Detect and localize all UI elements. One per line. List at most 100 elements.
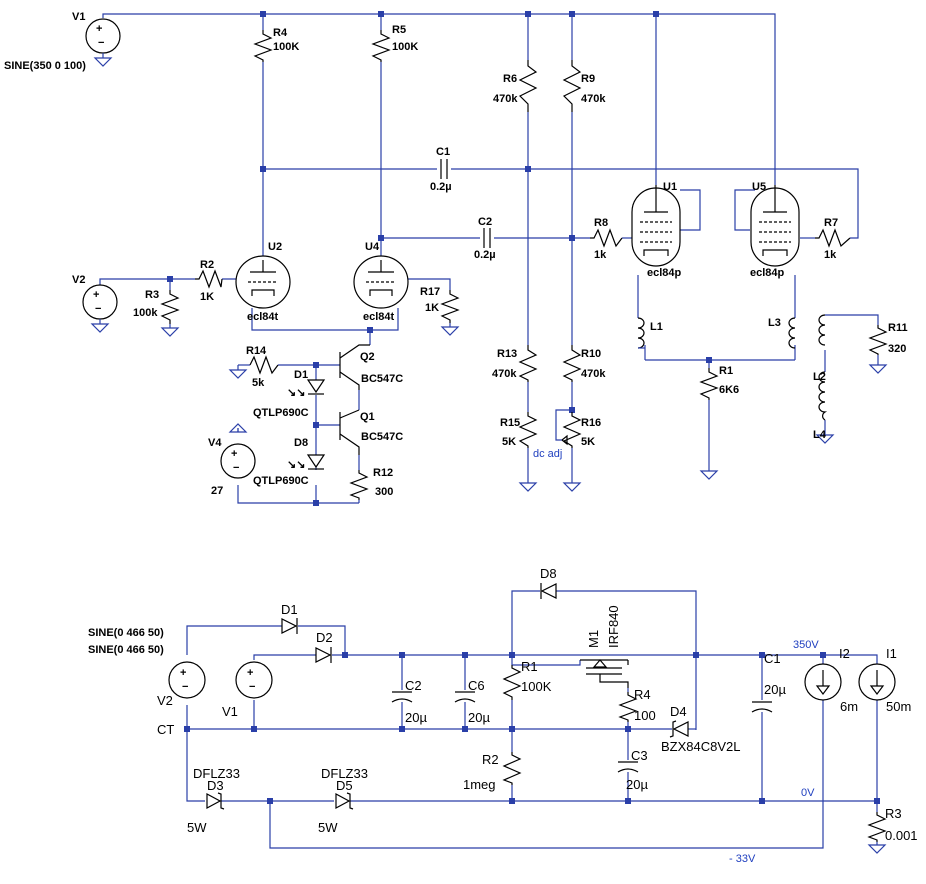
top-R15-value: 5K [502,436,516,448]
top-R17-name: R17 [420,286,440,298]
bottom-R2: R2 1meg [463,752,522,792]
bottom-R1-name: R1 [521,659,538,674]
bottom-R3: R3 0.001 [867,806,918,854]
bottom-M1-model: IRF840 [606,605,621,648]
top-L2-name: L2 [813,371,826,383]
top-R6-value: 470k [493,93,518,105]
top-R5: R5 100K [371,24,418,62]
top-R17: R17 1K [420,286,460,336]
top-Q1-name: Q1 [360,411,375,423]
bottom-D1-name: D1 [281,602,298,617]
top-R8: R8 1k [590,217,623,261]
bottom-I2-source: I2 6m [804,646,858,714]
svg-text:+: + [96,23,102,35]
bottom-R3-name: R3 [885,806,902,821]
svg-text:+: + [247,667,253,679]
top-D8-name: D8 [294,437,308,449]
svg-text:+: + [180,667,186,679]
bottom-V1-value: SINE(0 466 50) [88,644,164,656]
top-R3-name: R3 [145,289,159,301]
top-R7: R7 1k [815,217,851,261]
top-D8-model: QTLP690C [253,475,309,487]
top-R10-value: 470k [581,368,606,380]
top-L2-inductor: L2 L4 [813,314,835,444]
bottom-R4-value: 100 [634,708,656,723]
bottom-V1-name: V1 [222,704,238,719]
top-U5-name: U5 [752,181,766,193]
top-R12-name: R12 [373,467,393,479]
top-L3-inductor: L3 [768,317,796,349]
top-R14-name: R14 [246,345,267,357]
top-C1-name: C1 [436,146,450,158]
bottom-wires [186,590,878,849]
top-D1-model: QTLP690C [253,407,309,419]
top-R15: R15 5K [500,412,538,492]
top-U4-name: U4 [365,241,380,253]
bottom-D4-zener: D4 BZX84C8V2L [661,704,741,754]
svg-text:−: − [98,37,104,49]
top-R14: R14 5k [228,345,279,389]
bottom-D1-diode: D1 [281,602,298,634]
top-Q2-name: Q2 [360,351,375,363]
top-R15-name: R15 [500,417,520,429]
bottom-M1-mosfet: M1 IRF840 [580,605,629,688]
top-R5-name: R5 [392,24,406,36]
bottom-R1: R1 100K [502,659,552,700]
top-V1-value: SINE(350 0 100) [4,60,86,72]
bottom-D8-diode: D8 [540,566,557,599]
top-U5-tube: U5 ecl84p [750,181,800,279]
bottom-R2-name: R2 [482,752,499,767]
top-U2-tube: U2 ecl84t [235,241,291,323]
top-R2-value: 1K [200,291,214,303]
top-V4-source: + − V4 27 [208,423,256,497]
bottom-C1-name: C1 [764,651,781,666]
top-R11-value: 320 [888,343,906,355]
top-C2-name: C2 [478,216,492,228]
top-R4: R4 100K [253,27,299,62]
bottom-R4-name: R4 [634,687,651,702]
top-R4-value: 100K [273,41,299,53]
svg-text:+: + [231,448,237,460]
bottom-C6-name: C6 [468,678,485,693]
top-U2-name: U2 [268,241,282,253]
top-V1-name: V1 [72,11,85,23]
bottom-net-0v: 0V [801,787,815,799]
top-R5-value: 100K [392,41,418,53]
top-R17-value: 1K [425,302,439,314]
top-R9-value: 470k [581,93,606,105]
top-Q1-model: BC547C [361,431,403,443]
top-R12: R12 300 [349,467,393,500]
bottom-CT-label: CT [157,722,174,737]
bottom-D4-name: D4 [670,704,687,719]
top-L1-name: L1 [650,321,663,333]
bottom-D5-zener: DFLZ33 D5 5W [318,766,368,835]
bottom-D3-model: DFLZ33 [193,766,240,781]
top-R13-value: 470k [492,368,517,380]
bottom-M1-name: M1 [586,630,601,648]
top-U4-model: ecl84t [363,311,395,323]
top-U2-model: ecl84t [247,311,279,323]
bottom-D5-name: D5 [336,778,353,793]
top-R16: R16 5K dc adj [533,412,601,492]
top-R3: R3 100k [133,289,180,337]
bottom-V2-source: + − SINE(0 466 50) V2 [88,627,206,708]
top-R16-name: R16 [581,417,601,429]
bottom-R1-value: 100K [521,679,552,694]
top-R13-name: R13 [497,348,517,360]
top-C2: C2 0.2µ [474,216,496,261]
bottom-C3-cap: C3 20µ [617,748,648,792]
bottom-D4-model: BZX84C8V2L [661,739,741,754]
top-U1-tube: U1 ecl84p [631,181,682,279]
bottom-C2-value: 20µ [405,710,427,725]
bottom-I1-source: I1 50m [858,646,911,714]
top-R1: R1 6K6 [699,365,739,480]
bottom-D5-model: DFLZ33 [321,766,368,781]
bottom-I1-name: I1 [886,646,897,661]
bottom-net-350v: 350V [793,639,819,651]
svg-text:−: − [95,303,101,315]
top-R1-name: R1 [719,365,733,377]
top-R10-name: R10 [581,348,601,360]
top-R13: R13 470k [492,345,538,382]
bottom-I1-value: 50m [886,699,911,714]
bottom-net-m33v: - 33V [729,853,756,865]
